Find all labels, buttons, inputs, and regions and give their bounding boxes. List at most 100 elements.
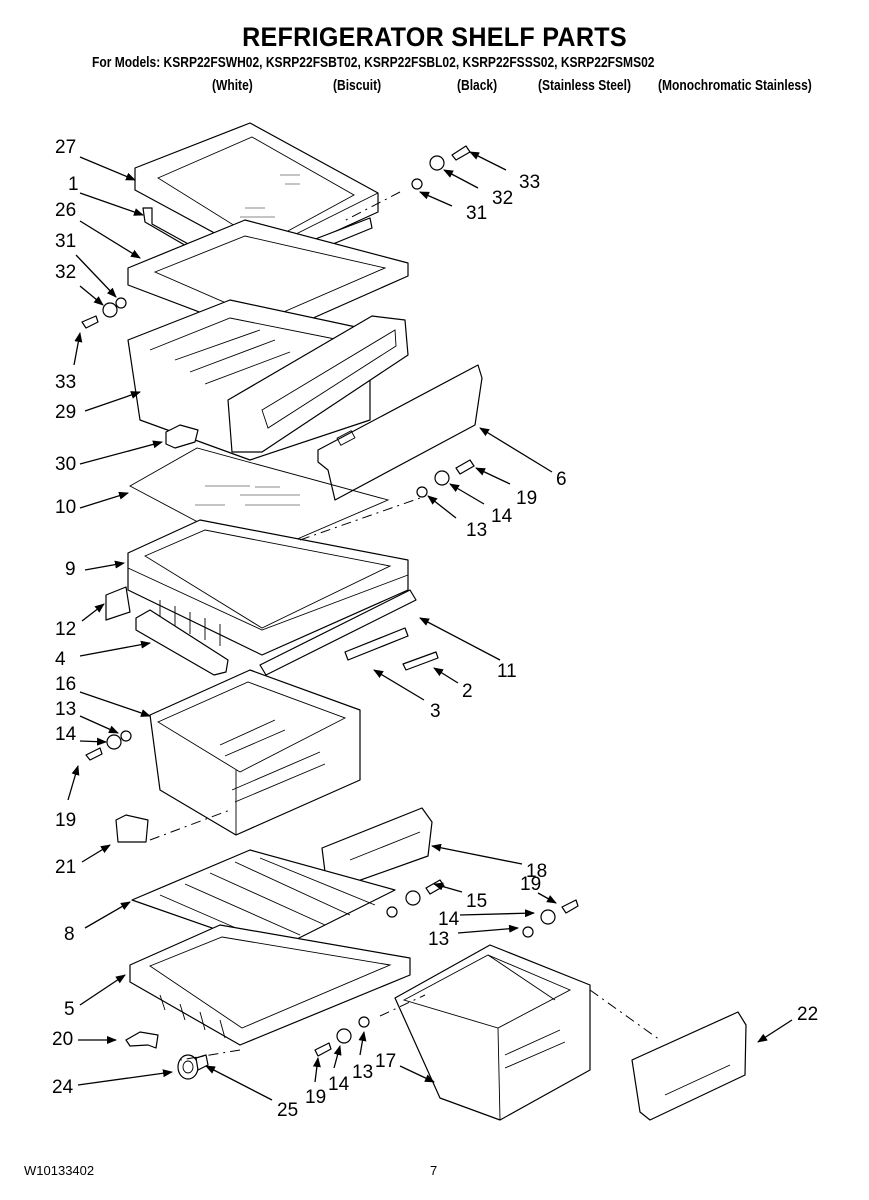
callout-label: 18 bbox=[526, 861, 547, 882]
callout-leader-arrow bbox=[457, 924, 519, 934]
callout-18: 18 bbox=[431, 843, 547, 882]
callout-label: 14 bbox=[491, 506, 513, 527]
callout-leader-arrow bbox=[73, 332, 83, 366]
callout-13c: 13 bbox=[428, 924, 519, 950]
callout-label: 19 bbox=[516, 488, 537, 509]
callout-32a: 32 bbox=[55, 262, 104, 306]
callout-label: 3 bbox=[430, 701, 441, 722]
callout-leader-arrow bbox=[399, 1065, 435, 1083]
variant-stainless: (Stainless Steel) bbox=[538, 78, 631, 94]
callout-13b: 13 bbox=[55, 699, 119, 734]
callout-leader-arrow bbox=[431, 843, 523, 865]
callout-label: 2 bbox=[462, 681, 473, 702]
callout-label: 4 bbox=[55, 649, 66, 670]
callout-leader-arrow bbox=[79, 691, 151, 717]
callout-label: 5 bbox=[64, 999, 75, 1020]
callout-leader-arrow bbox=[479, 427, 553, 473]
part-24-wheel bbox=[177, 1054, 209, 1080]
callout-leader-arrow bbox=[79, 737, 107, 746]
callout-25: 25 bbox=[205, 1065, 298, 1121]
callout-label: 14 bbox=[328, 1074, 350, 1095]
callout-6: 6 bbox=[479, 427, 567, 490]
callout-10: 10 bbox=[55, 491, 129, 518]
callout-leader-arrow bbox=[79, 974, 126, 1006]
callout-label: 15 bbox=[466, 891, 487, 912]
callout-21: 21 bbox=[55, 844, 111, 878]
page-title: REFRIGERATOR SHELF PARTS bbox=[242, 22, 627, 52]
callout-leader-arrow bbox=[81, 844, 111, 863]
callout-15: 15 bbox=[433, 882, 487, 912]
callout-leader-arrow bbox=[67, 765, 80, 801]
part-16-deli-drawer bbox=[149, 669, 361, 836]
callout-leader-arrow bbox=[469, 151, 507, 171]
callout-12: 12 bbox=[55, 603, 105, 640]
callout-label: 25 bbox=[277, 1100, 298, 1121]
callout-19c: 19 bbox=[520, 874, 557, 904]
callout-label: 17 bbox=[375, 1051, 396, 1072]
callout-19d: 19 bbox=[305, 1057, 326, 1108]
callout-label: 14 bbox=[438, 909, 460, 930]
callout-leader-arrow bbox=[459, 909, 535, 918]
callout-leader-arrow bbox=[433, 882, 463, 893]
callout-leader-arrow bbox=[79, 220, 141, 259]
callout-label: 19 bbox=[520, 874, 541, 895]
callout-leader-arrow bbox=[79, 715, 119, 734]
callout-leader-arrow bbox=[443, 169, 479, 189]
callout-9: 9 bbox=[65, 559, 125, 580]
variant-white: (White) bbox=[212, 78, 253, 94]
callout-leader-arrow bbox=[419, 191, 453, 207]
callout-13d: 13 bbox=[352, 1031, 373, 1083]
callout-label: 32 bbox=[492, 188, 513, 209]
callout-19b: 19 bbox=[55, 765, 80, 831]
callout-33a: 33 bbox=[55, 332, 83, 393]
callout-leader-arrow bbox=[757, 1019, 793, 1043]
callout-8: 8 bbox=[64, 901, 131, 945]
page-number: 7 bbox=[430, 1163, 438, 1178]
callout-label: 33 bbox=[519, 172, 540, 193]
callout-label: 6 bbox=[556, 469, 567, 490]
variant-biscuit: (Biscuit) bbox=[333, 78, 382, 94]
callout-19a: 19 bbox=[475, 467, 537, 509]
callout-layer: 2712631323329313233301061914139124112316… bbox=[52, 137, 818, 1121]
callout-label: 27 bbox=[55, 137, 76, 158]
callout-leader-arrow bbox=[333, 1045, 342, 1069]
callout-5: 5 bbox=[64, 974, 126, 1020]
part-6-front-cover bbox=[317, 364, 483, 501]
callout-13a: 13 bbox=[427, 495, 487, 541]
callout-14d: 14 bbox=[328, 1045, 350, 1095]
part-11-rail bbox=[259, 589, 417, 676]
models-line: For Models: KSRP22FSWH02, KSRP22FSBT02, … bbox=[92, 55, 655, 71]
callout-22: 22 bbox=[757, 1004, 818, 1043]
part-9-crisper-cover bbox=[127, 519, 409, 656]
callout-label: 12 bbox=[55, 619, 76, 640]
callout-label: 13 bbox=[352, 1062, 373, 1083]
callout-label: 20 bbox=[52, 1029, 73, 1050]
callout-leader-arrow bbox=[537, 892, 557, 904]
part-12-support bbox=[105, 586, 131, 621]
callout-leader-arrow bbox=[79, 640, 151, 657]
callout-26: 26 bbox=[55, 200, 141, 259]
part-5-bottom-frame bbox=[129, 924, 411, 1046]
callout-24: 24 bbox=[52, 1069, 173, 1098]
callout-14c: 14 bbox=[438, 909, 535, 930]
callout-11: 11 bbox=[419, 617, 517, 682]
callout-label: 26 bbox=[55, 200, 76, 221]
callout-leader-arrow bbox=[77, 1069, 173, 1086]
callout-label: 19 bbox=[305, 1087, 326, 1108]
callout-leader-arrow bbox=[427, 495, 457, 519]
callout-leader-arrow bbox=[433, 667, 459, 684]
assembly-lines bbox=[149, 191, 661, 1061]
callout-33b: 33 bbox=[469, 151, 540, 193]
variant-black: (Black) bbox=[457, 78, 498, 94]
callout-label: 13 bbox=[55, 699, 76, 720]
variant-monochromatic: (Monochromatic Stainless) bbox=[658, 78, 812, 94]
callout-27: 27 bbox=[55, 137, 136, 181]
callout-1: 1 bbox=[68, 174, 144, 216]
callout-label: 13 bbox=[428, 929, 449, 950]
callout-label: 14 bbox=[55, 724, 77, 745]
callout-label: 31 bbox=[55, 231, 76, 252]
callout-17: 17 bbox=[375, 1051, 435, 1083]
callout-label: 22 bbox=[797, 1004, 818, 1025]
callout-20: 20 bbox=[52, 1029, 117, 1050]
